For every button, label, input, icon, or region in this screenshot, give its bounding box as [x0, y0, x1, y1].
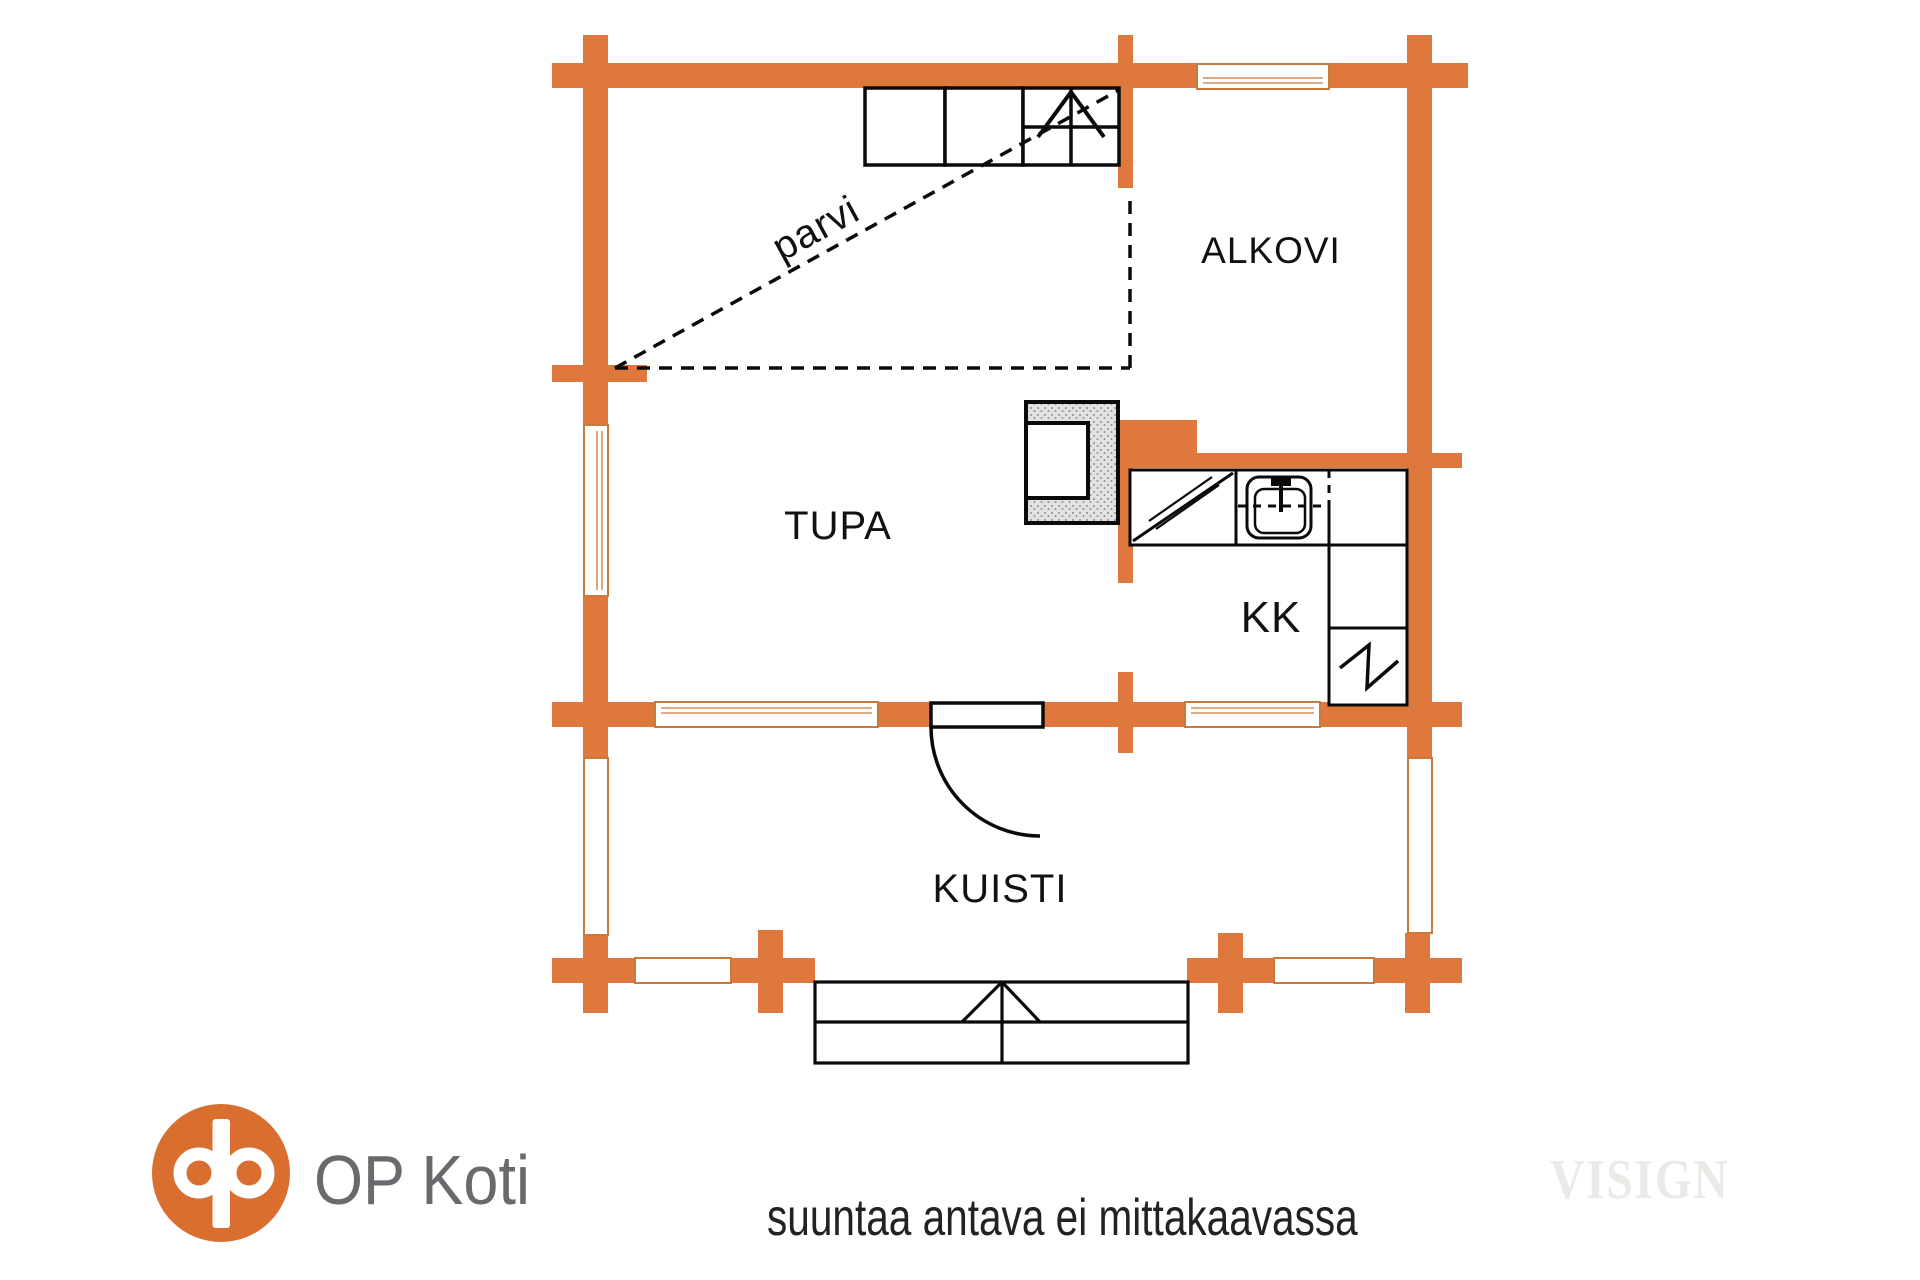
- window-left: [583, 424, 609, 597]
- door-swing-arc: [929, 726, 1041, 838]
- porch-railing-right: [1273, 957, 1375, 984]
- drainboard-diagonal: [1132, 471, 1234, 543]
- disclaimer-note: suuntaa antava ei mittakaavassa: [767, 1189, 1358, 1247]
- stair-direction-arrow: [1036, 88, 1106, 139]
- kitchen-door-post: [1118, 672, 1133, 753]
- op-logo-ring-right: [223, 1147, 275, 1199]
- entrance-steps: [813, 980, 1190, 1065]
- window-bottom-east: [1184, 701, 1321, 728]
- fireplace-opening: [1024, 421, 1090, 500]
- interior-post-top: [1118, 35, 1133, 188]
- steps-arrow: [1000, 980, 1042, 1024]
- stair-box: [943, 86, 1025, 167]
- porch-railing-left: [634, 957, 732, 984]
- fireplace: [1024, 400, 1120, 525]
- porch-post-1-h: [552, 958, 635, 983]
- loft-stairs: [863, 86, 1121, 167]
- wall-right: [1407, 35, 1432, 758]
- windows-and-porch-walls: [583, 63, 1433, 984]
- room-labels: TUPA ALKOVI KK KUISTI parvi: [765, 187, 1341, 911]
- label-alkovi: ALKOVI: [1201, 230, 1341, 271]
- drainboard-hatch: [1148, 476, 1213, 522]
- appliance-zigzag: [1338, 641, 1400, 693]
- parvi-diagonal-dashed: [614, 88, 1120, 370]
- steps-arrow: [960, 980, 1004, 1024]
- kitchen-wall-stub-right: [1432, 453, 1462, 468]
- op-logo: [152, 1104, 290, 1242]
- op-logo-ring-left: [173, 1147, 225, 1199]
- dashed-boundaries: [614, 88, 1132, 370]
- kitchen-cabinet-right: [1327, 543, 1409, 630]
- drainboard-hatch: [1155, 484, 1220, 530]
- kitchen-fixtures: [1128, 468, 1409, 707]
- label-kuisti: KUISTI: [933, 867, 1068, 911]
- entry-door: [929, 701, 1045, 838]
- brand-wordmark: OP Koti: [314, 1141, 530, 1219]
- porch-wall-right: [1407, 757, 1433, 934]
- porch-post-2-h: [727, 958, 815, 983]
- label-tupa: TUPA: [784, 504, 892, 548]
- faucet: [1271, 477, 1291, 486]
- wall-left-lower: [583, 596, 608, 758]
- window-bottom-west: [654, 701, 879, 728]
- visign-watermark: VISIGN: [1550, 1149, 1730, 1211]
- wall-left-upper: [583, 35, 608, 425]
- label-kk: KK: [1241, 593, 1302, 642]
- door-leaf: [929, 701, 1045, 729]
- stair-box: [863, 86, 947, 167]
- wall-top: [552, 63, 1468, 88]
- porch-post-3-h: [1187, 958, 1274, 983]
- window-top: [1196, 63, 1330, 90]
- porch-wall-left: [583, 757, 609, 936]
- porch-post-4-h: [1374, 958, 1462, 983]
- log-end-left-middle: [552, 365, 647, 382]
- kitchen-alcove-wall: [1197, 453, 1407, 468]
